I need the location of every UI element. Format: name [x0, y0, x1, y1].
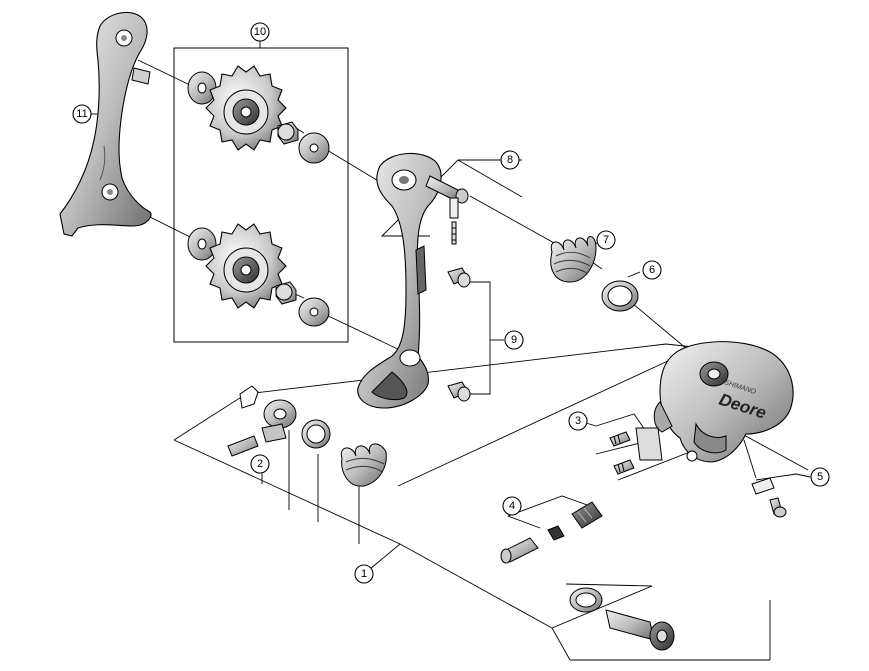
callout-2-label: 2	[257, 458, 263, 470]
callout-1: 1	[354, 564, 374, 584]
callout-9-label: 9	[511, 334, 517, 346]
adjusting-screws-part-3	[609, 427, 663, 475]
callout-4-label: 4	[509, 500, 515, 512]
outer-plate	[357, 152, 469, 409]
callout-10-label: 10	[254, 26, 266, 38]
lower-pulley-wheel	[205, 223, 287, 309]
callout-8-label: 8	[507, 154, 513, 166]
cable-adjuster-part-4	[500, 501, 603, 564]
callout-6-label: 6	[649, 264, 655, 276]
callout-6: 6	[642, 260, 662, 280]
callout-4: 4	[502, 496, 522, 516]
callout-9: 9	[504, 330, 524, 350]
stop-screw-part-5	[751, 477, 787, 518]
pulley-set-frame	[173, 47, 349, 343]
derailleur-body: SHIMANO Deore	[653, 341, 794, 463]
callout-7: 7	[596, 230, 616, 250]
tension-spring-part-7	[550, 236, 597, 283]
pulley-bolts-part-9	[447, 267, 471, 402]
lower-pulley-set	[187, 223, 330, 327]
callout-5-label: 5	[817, 471, 823, 483]
callout-7-label: 7	[603, 234, 609, 246]
callout-10: 10	[250, 22, 270, 42]
callout-5: 5	[810, 467, 830, 487]
callout-1-label: 1	[361, 568, 367, 580]
b-tension-parts-part-2	[227, 385, 387, 487]
upper-pulley-set	[187, 65, 330, 164]
cage-stop-pin-part-8	[449, 197, 459, 245]
callout-11: 11	[72, 104, 92, 124]
bushing-ring-part-6	[601, 280, 639, 312]
upper-pulley-wheel	[205, 65, 287, 151]
main-pivot-bolt	[569, 587, 675, 651]
callout-3: 3	[568, 411, 588, 431]
callout-3-label: 3	[575, 415, 581, 427]
callout-8: 8	[500, 150, 520, 170]
inner-plate-part-11	[59, 11, 152, 237]
callout-11-label: 11	[76, 108, 87, 120]
callout-2: 2	[250, 454, 270, 474]
